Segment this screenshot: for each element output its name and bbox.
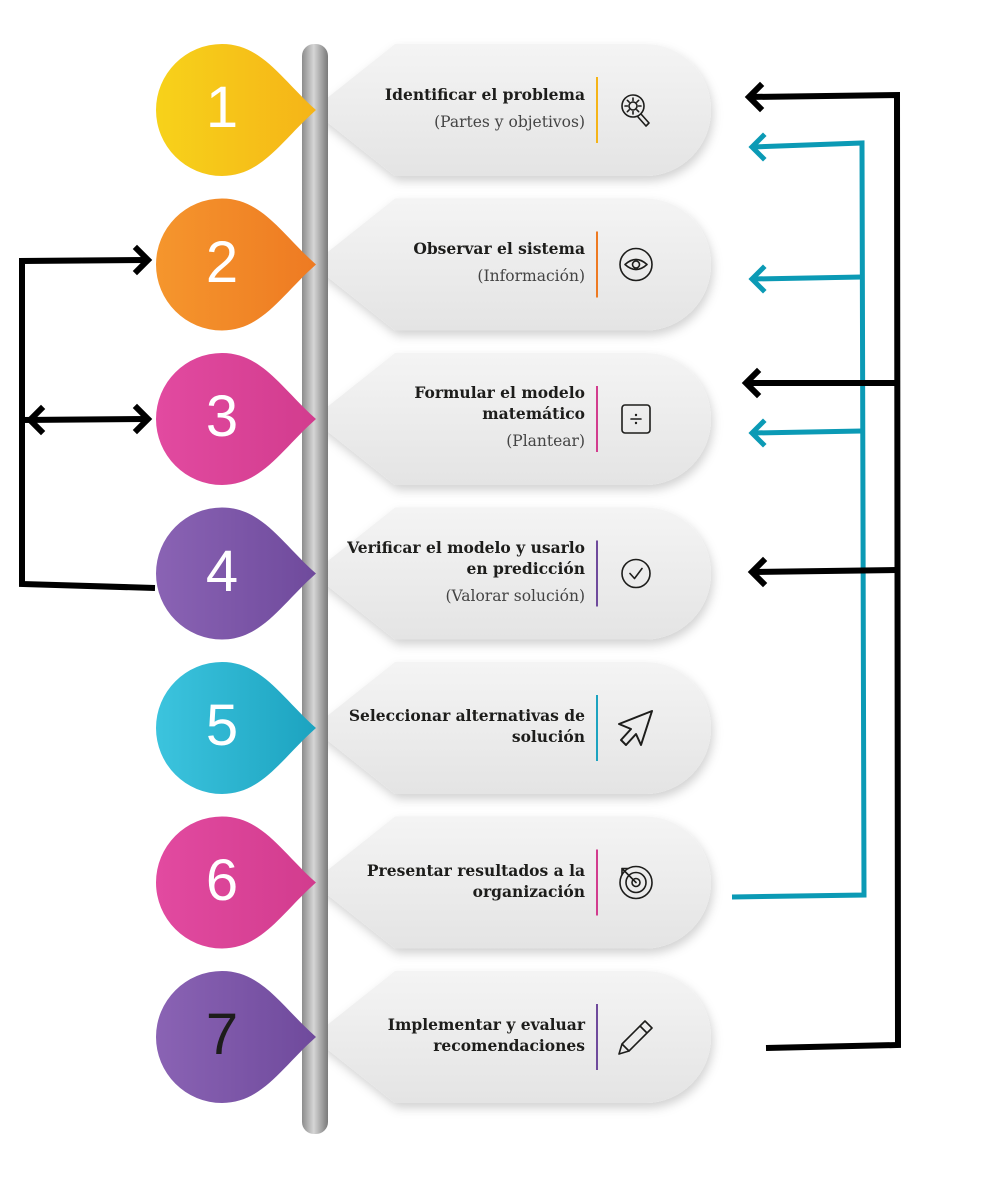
step-number-drop: [156, 971, 316, 1103]
step-title: Presentar resultados a la organización: [366, 860, 585, 901]
teal-feedback-line: [731, 140, 867, 900]
step-card: [312, 816, 712, 949]
step-number: 1: [205, 75, 239, 140]
timeline-rod: [302, 44, 328, 1134]
step-title: Verificar el modelo y usarlo en predicci…: [347, 537, 585, 578]
cursor-icon: [618, 710, 653, 746]
step-text: Observar el sistema (Información): [335, 238, 585, 287]
arrow-head-icon: [748, 132, 767, 162]
teal-branch-line: [751, 274, 863, 282]
check-circle-icon: [621, 558, 651, 589]
step-number-drop: [156, 353, 316, 485]
arrow-head-icon: [741, 367, 762, 399]
step-number: 2: [205, 229, 239, 295]
black-branch-line: [751, 567, 898, 575]
step-subtitle: (Información): [477, 267, 585, 285]
eye-icon: [619, 247, 653, 282]
step-text: Verificar el modelo y usarlo en predicci…: [335, 537, 585, 607]
step-subtitle: (Partes y objetivos): [434, 112, 585, 131]
arrow-head-icon: [132, 403, 153, 435]
step-card: [312, 507, 712, 640]
step-card: [312, 198, 712, 331]
step-title: Identificar el problema: [384, 84, 585, 104]
step-number-drop: [156, 816, 316, 949]
step-number-drop: [156, 662, 316, 794]
step-title: Formular el modelo matemático: [414, 383, 585, 423]
step-title: Seleccionar alternativas de solución: [348, 706, 585, 746]
gear-search-icon: [621, 94, 650, 127]
step-number: 7: [205, 1002, 239, 1067]
target-icon: [619, 865, 653, 900]
step-card: [312, 971, 711, 1103]
arrow-head-icon: [25, 404, 46, 436]
arrow-head-icon: [132, 244, 153, 276]
step-text: Implementar y evaluar recomendaciones: [335, 1014, 585, 1056]
step-subtitle: (Plantear): [506, 432, 585, 450]
step-number: 3: [205, 384, 239, 449]
step-number: 4: [205, 538, 239, 604]
black-loop-line: [21, 416, 149, 423]
step-number-drop: [156, 507, 316, 640]
pencil-icon: [618, 1020, 653, 1055]
step-text: Formular el modelo matemático (Plantear): [335, 382, 585, 452]
arrow-head-icon: [744, 81, 765, 113]
step-text: Seleccionar alternativas de solución: [335, 705, 585, 747]
step-text: Identificar el problema (Partes y objetiv…: [335, 84, 585, 133]
step-subtitle: (Valorar solución): [445, 586, 585, 605]
black-loop-line: [19, 257, 156, 591]
divide-icon: [621, 404, 651, 434]
arrow-head-icon: [748, 418, 767, 448]
step-number-drop: [156, 44, 316, 176]
step-title: Observar el sistema: [413, 239, 585, 258]
step-card: [312, 44, 711, 176]
black-feedback-line: [748, 91, 902, 1051]
step-card: [312, 662, 711, 794]
step-text: Presentar resultados a la organización: [335, 860, 585, 902]
teal-branch-line: [751, 428, 863, 436]
step-card: [312, 353, 711, 485]
step-number: 6: [205, 847, 239, 913]
step-number: 5: [205, 693, 239, 758]
arrow-head-icon: [747, 556, 768, 588]
step-number-drop: [156, 198, 316, 331]
arrow-head-icon: [748, 264, 767, 294]
step-title: Implementar y evaluar recomendaciones: [387, 1015, 585, 1055]
